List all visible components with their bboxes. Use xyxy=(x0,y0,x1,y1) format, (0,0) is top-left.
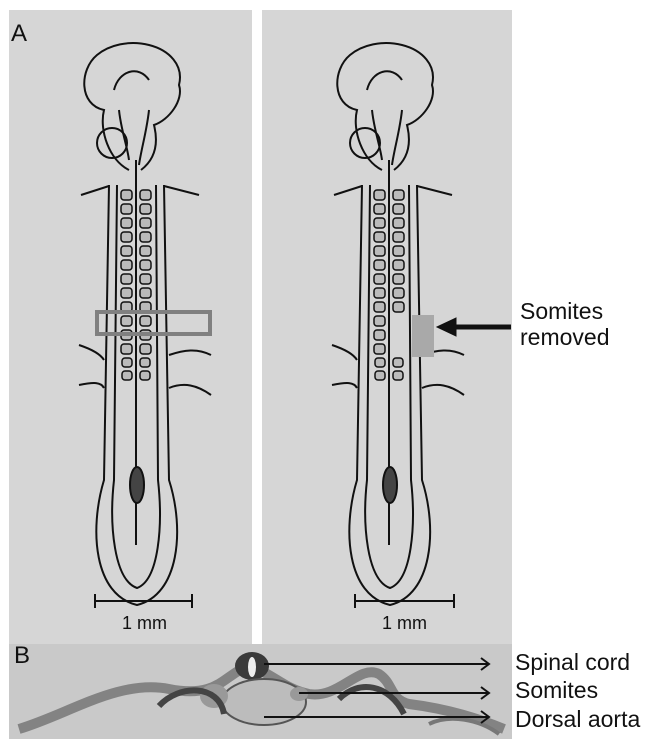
selection-box xyxy=(97,312,210,334)
scale-bar-right xyxy=(355,594,454,608)
scale-label-right: 1 mm xyxy=(382,613,427,634)
scale-bar-left xyxy=(95,594,192,608)
somites-removed-line1: Somites xyxy=(520,298,609,324)
panel-b-section-photo: B xyxy=(9,644,512,739)
panel-letter-a: A xyxy=(11,20,27,48)
scale-label-left: 1 mm xyxy=(122,613,167,634)
somites-removed-label: Somites removed xyxy=(520,298,609,350)
somites-removed-line2: removed xyxy=(520,324,609,350)
panel-a-right-embryo: 1 mm xyxy=(262,10,512,723)
label-somites: Somites xyxy=(515,677,598,703)
panel-a-left-embryo: A 1 mm xyxy=(9,10,252,723)
embryo-outline xyxy=(332,43,464,605)
label-dorsal-aorta: Dorsal aorta xyxy=(515,706,640,732)
panel-letter-b: B xyxy=(14,644,30,670)
label-spinal-cord: Spinal cord xyxy=(515,649,630,675)
cross-section-image xyxy=(9,644,512,739)
removed-somites-patch xyxy=(412,315,434,357)
